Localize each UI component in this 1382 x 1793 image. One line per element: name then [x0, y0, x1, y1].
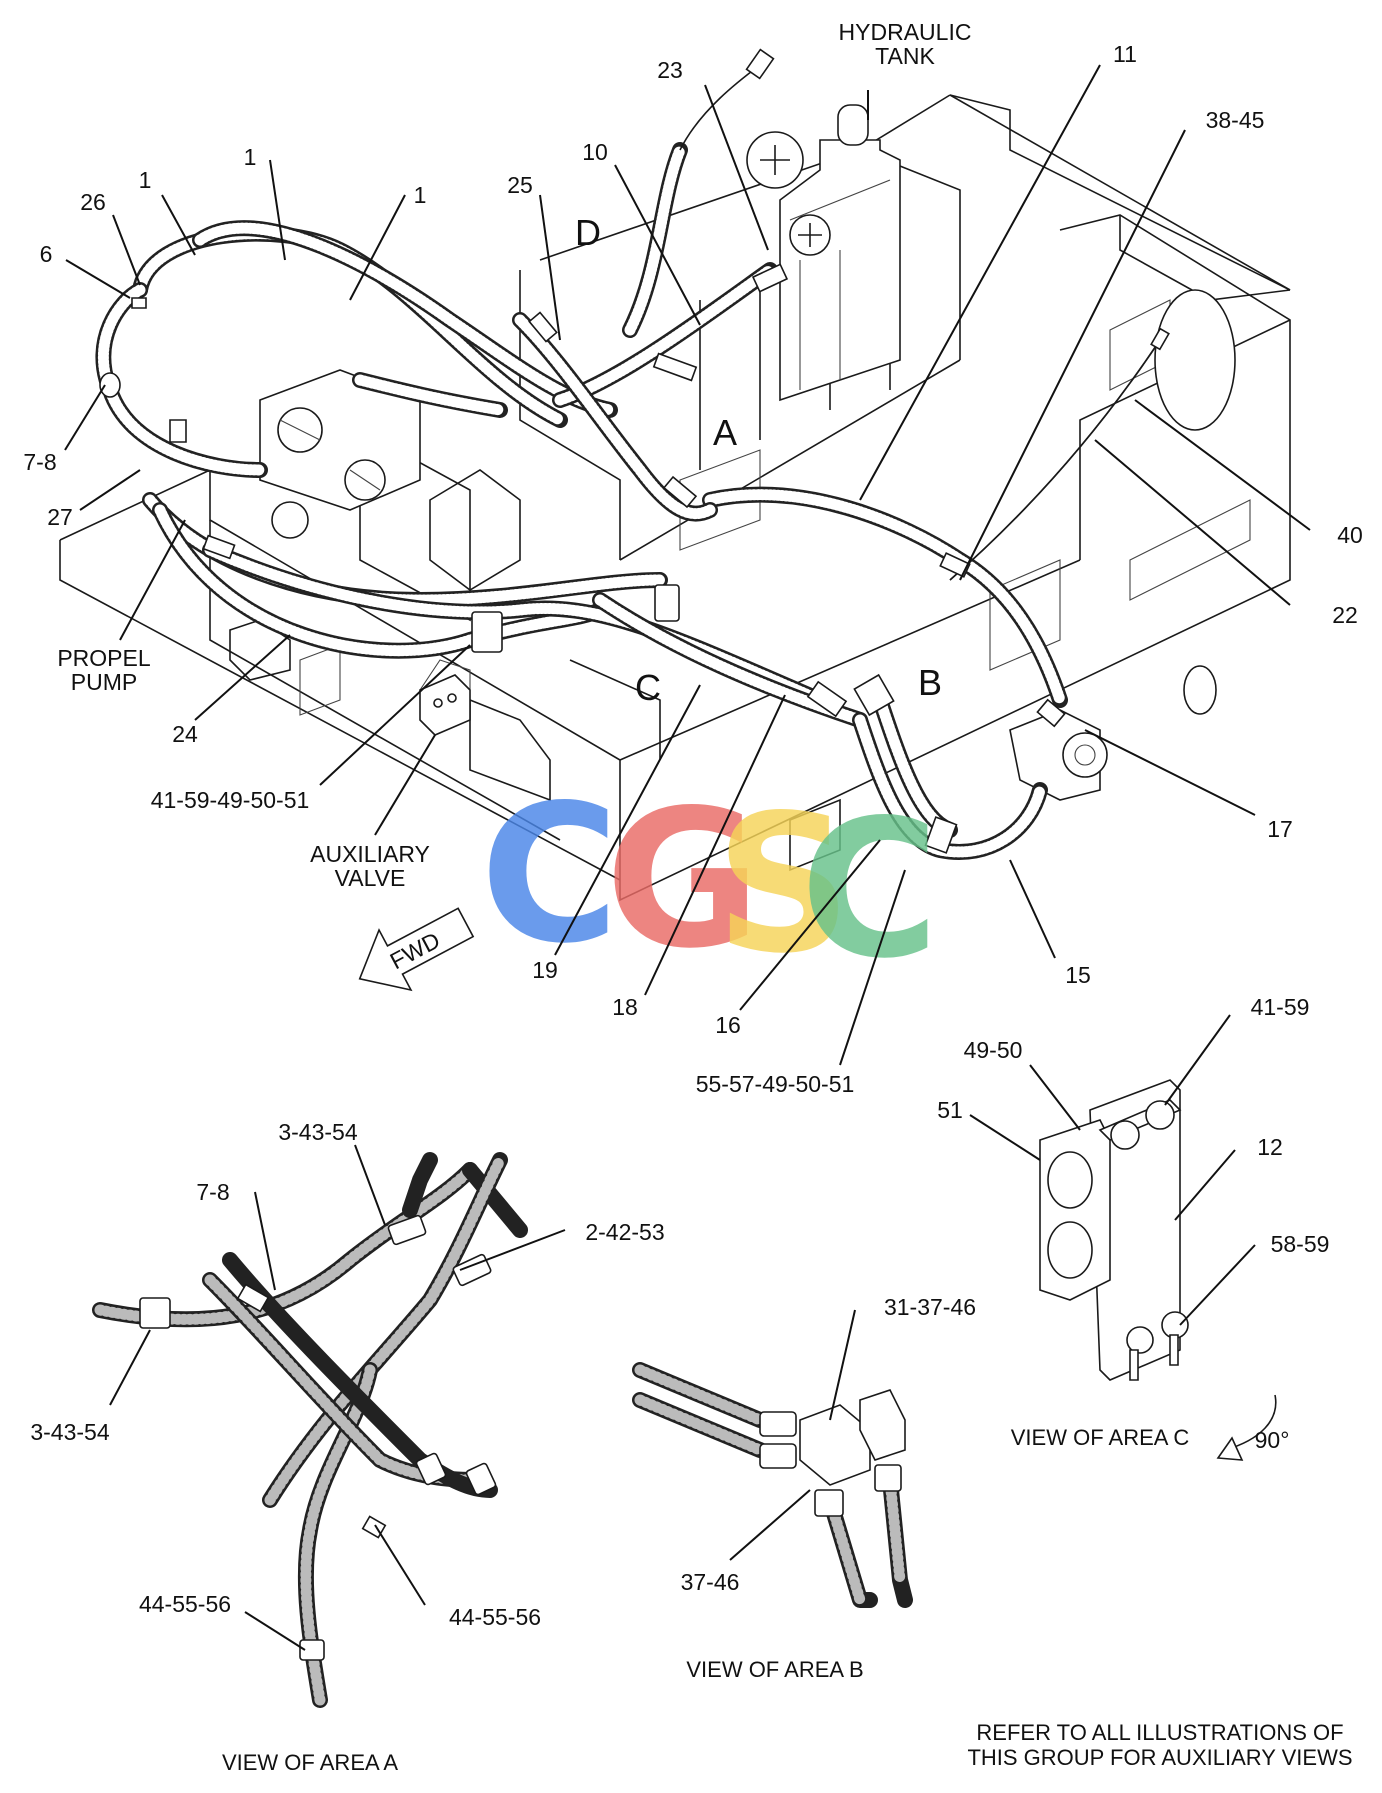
propel-pump-label-1: PROPEL [57, 645, 151, 671]
callout-41-59: 41-59 [1251, 994, 1310, 1020]
watermark-letter-1: C [480, 764, 619, 985]
leader-lines [65, 65, 1310, 1650]
watermark-letter-2: G [605, 769, 761, 990]
rear-motor [1010, 710, 1107, 800]
area-marker-d: D [575, 212, 601, 253]
callout-41-59-49-50-51: 41-59-49-50-51 [151, 787, 310, 813]
callout-3-43-54-top: 3-43-54 [278, 1119, 357, 1145]
callout-15: 15 [1065, 962, 1091, 988]
callout-37-46: 37-46 [681, 1569, 740, 1595]
caption-view-area-b: VIEW OF AREA B [686, 1657, 863, 1682]
callout-1c: 1 [414, 182, 427, 208]
callout-16: 16 [715, 1012, 741, 1038]
callout-18: 18 [612, 994, 638, 1020]
callout-17: 17 [1267, 816, 1293, 842]
callout-24: 24 [172, 721, 198, 747]
callout-49-50: 49-50 [964, 1037, 1023, 1063]
callout-12: 12 [1257, 1134, 1283, 1160]
area-marker-a: A [713, 412, 737, 453]
callout-31-37-46: 31-37-46 [884, 1294, 976, 1320]
propel-pump-label-2: PUMP [71, 669, 137, 695]
fwd-arrow: FWD [344, 892, 482, 1008]
callout-25: 25 [507, 172, 533, 198]
callout-19: 19 [532, 957, 558, 983]
callout-3-43-54-left: 3-43-54 [30, 1419, 109, 1445]
note-line-2: THIS GROUP FOR AUXILIARY VIEWS [967, 1745, 1352, 1770]
callout-55-57-49-50-51: 55-57-49-50-51 [696, 1071, 855, 1097]
view-area-a [100, 1160, 520, 1700]
note-line-1: REFER TO ALL ILLUSTRATIONS OF [976, 1720, 1343, 1745]
callout-38-45: 38-45 [1206, 107, 1265, 133]
callout-10: 10 [582, 139, 608, 165]
callout-7-8-view: 7-8 [196, 1179, 229, 1205]
callout-58-59: 58-59 [1271, 1231, 1330, 1257]
propel-pump [260, 370, 420, 538]
part-callouts: 23 11 38-45 10 25 1 1 1 26 6 7-8 27 40 2… [23, 41, 1362, 1630]
callout-1b: 1 [244, 144, 257, 170]
callout-51: 51 [937, 1097, 963, 1123]
callout-11: 11 [1113, 41, 1137, 67]
callout-1a: 1 [139, 167, 152, 193]
hydraulic-tank-label-2: TANK [875, 43, 935, 69]
machine-frame [60, 95, 1290, 900]
callout-6: 6 [40, 241, 53, 267]
view-area-b [640, 1370, 905, 1600]
callout-2-42-53: 2-42-53 [585, 1219, 664, 1245]
rotation-label: 90° [1255, 1427, 1290, 1453]
auxiliary-valve [420, 675, 470, 735]
callout-27: 27 [47, 504, 73, 530]
hydraulic-tank-label-1: HYDRAULIC [839, 19, 972, 45]
area-markers: A B C D [575, 212, 942, 708]
fittings-main [100, 50, 1169, 853]
callout-26: 26 [80, 189, 106, 215]
callout-23: 23 [657, 57, 683, 83]
callout-7-8-main: 7-8 [23, 449, 56, 475]
watermark-letter-4: C [800, 779, 939, 1000]
hydraulic-tank [747, 105, 900, 400]
area-marker-c: C [635, 667, 661, 708]
component-labels: HYDRAULIC TANK PROPEL PUMP AUXILIARY VAL… [57, 19, 971, 891]
auxiliary-valve-label-1: AUXILIARY [310, 841, 430, 867]
view-area-c [1040, 1080, 1276, 1460]
caption-view-area-c: VIEW OF AREA C [1011, 1425, 1190, 1450]
callout-44-55-56-right: 44-55-56 [449, 1604, 541, 1630]
watermark: C G S C [480, 764, 939, 1000]
caption-view-area-a: VIEW OF AREA A [222, 1750, 398, 1775]
auxiliary-valve-label-2: VALVE [335, 865, 406, 891]
area-marker-b: B [918, 662, 942, 703]
callout-40: 40 [1337, 522, 1363, 548]
callout-22: 22 [1332, 602, 1358, 628]
callout-44-55-56-left: 44-55-56 [139, 1591, 231, 1617]
captions: VIEW OF AREA A VIEW OF AREA B VIEW OF AR… [222, 1425, 1353, 1775]
